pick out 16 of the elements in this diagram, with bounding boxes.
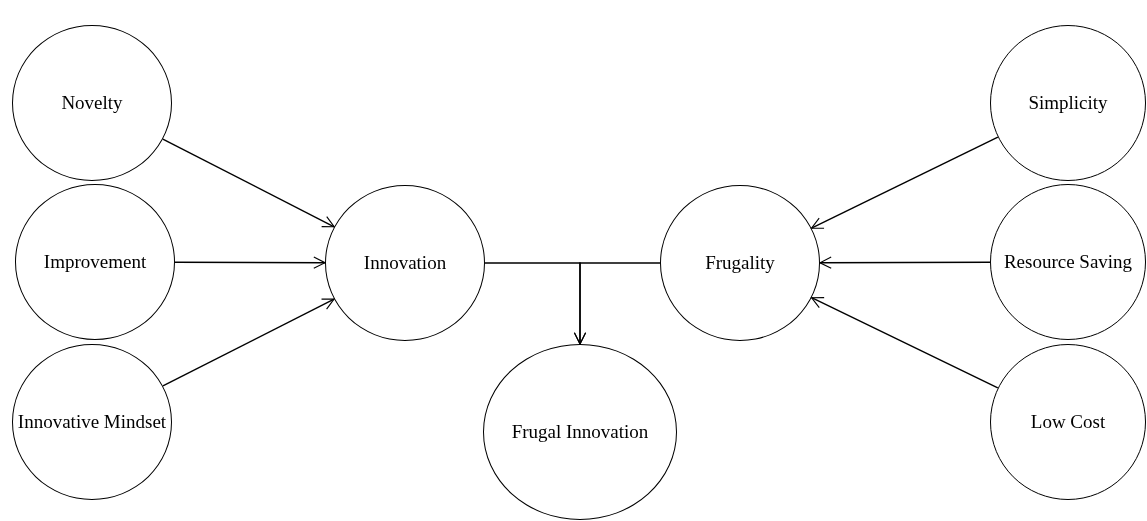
arrow — [819, 256, 991, 269]
concept-label: Novelty — [60, 91, 124, 116]
concept-label: Simplicity — [1027, 91, 1109, 116]
concept-label: Frugal Innovation — [510, 420, 650, 445]
concept-label: Low Cost — [1029, 410, 1107, 435]
concept-label: Innovation — [362, 251, 448, 276]
arrow — [162, 298, 335, 387]
arrow — [810, 136, 999, 229]
arrow — [174, 256, 326, 269]
arrow — [573, 262, 661, 345]
arrow — [810, 297, 999, 389]
concept-label: Resource Saving — [1002, 250, 1134, 275]
arrow — [162, 138, 335, 228]
concept-label: Improvement — [42, 250, 148, 275]
concept-label: Innovative Mindset — [16, 410, 168, 435]
concept-label: Frugality — [704, 251, 776, 276]
